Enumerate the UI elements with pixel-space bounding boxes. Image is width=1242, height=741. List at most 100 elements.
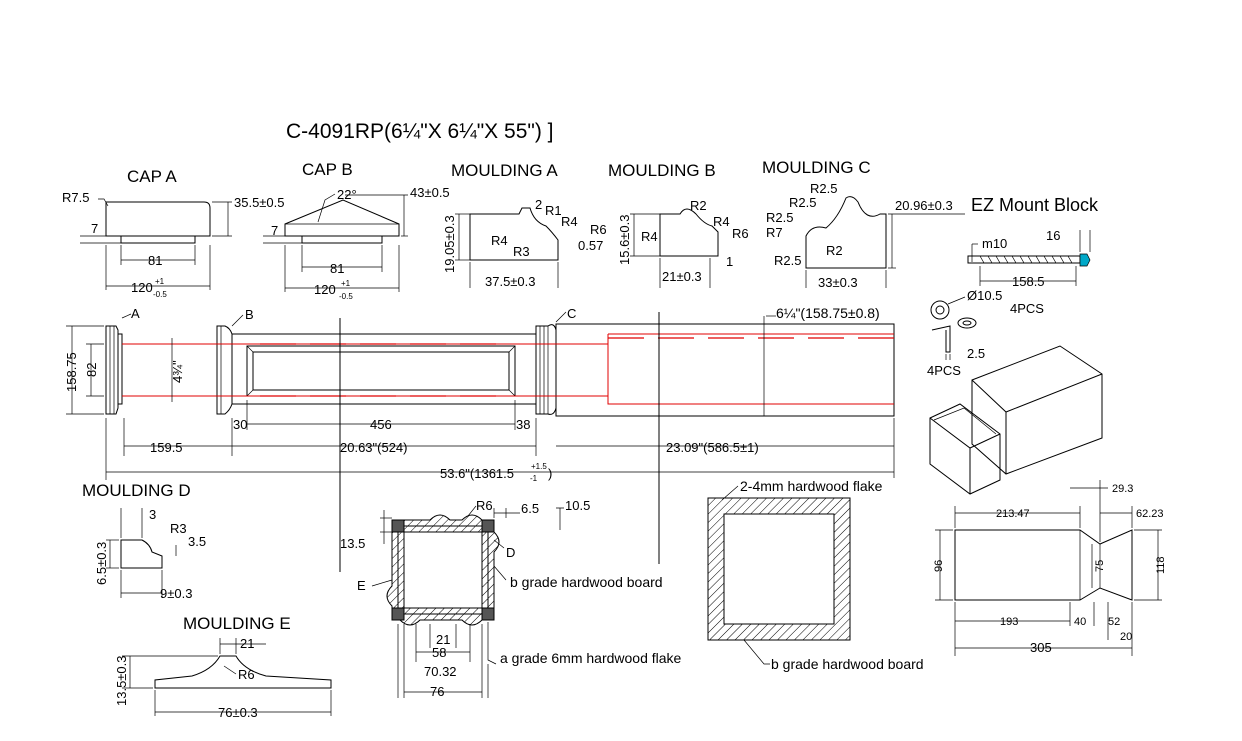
washer-qty: 4PCS bbox=[1010, 301, 1044, 316]
moulding-c-width: 33±0.3 bbox=[818, 275, 858, 290]
ez-mount-hardware: EZ Mount Block m10 16 158.5 Ø10.5 4PCS 2… bbox=[927, 195, 1099, 378]
screw-length: 158.5 bbox=[1012, 274, 1045, 289]
block-305: 305 bbox=[1030, 640, 1052, 655]
post-height-82: 82 bbox=[84, 363, 99, 377]
moulding-d-height: 6.5±0.3 bbox=[94, 542, 109, 585]
block-6223: 62.23 bbox=[1136, 508, 1164, 520]
cap-a-tol-up: +1 bbox=[155, 277, 165, 286]
moulding-a-width: 37.5±0.3 bbox=[485, 274, 536, 289]
post-height-15875: 158.75 bbox=[64, 352, 79, 392]
moulding-b-drawing: MOULDING B R2 R4 R6 R4 15.6±0.3 21±0.3 1 bbox=[608, 161, 749, 288]
marker-d: D bbox=[506, 545, 515, 560]
cap-b-drawing: CAP B 7 22° 43±0.5 81 120 +1 -0.5 bbox=[263, 160, 450, 301]
cap-a-drawing: CAP A 7 R7.5 35.5±0.5 81 120 +1 -0.5 bbox=[62, 167, 285, 299]
dim-total: 53.6"(1361.5 bbox=[440, 466, 514, 481]
moulding-b-r4-right: R4 bbox=[713, 214, 730, 229]
moulding-e-r6: R6 bbox=[238, 667, 255, 682]
cap-a-tol-down: -0.5 bbox=[153, 290, 167, 299]
marker-a: A bbox=[131, 306, 140, 321]
ez-mount-block-side: 213.47 29.3 62.23 96 75 118 193 40 52 20… bbox=[933, 480, 1167, 656]
moulding-d-35: 3.5 bbox=[188, 534, 206, 549]
block-193: 193 bbox=[1000, 616, 1018, 628]
cap-b-seven: 7 bbox=[271, 223, 278, 238]
moulding-b-label: MOULDING B bbox=[608, 161, 716, 180]
moulding-d-three: 3 bbox=[149, 507, 156, 522]
ez-mount-block-3d bbox=[929, 345, 1103, 495]
moulding-e-width: 76±0.3 bbox=[218, 705, 258, 720]
moulding-c-r25-left: R2.5 bbox=[766, 210, 793, 225]
post-elevation: A B C 158.75 bbox=[64, 305, 895, 572]
moulding-b-one: 1 bbox=[726, 254, 733, 269]
cap-b-label: CAP B bbox=[302, 160, 353, 179]
hex-key-size: 2.5 bbox=[967, 346, 985, 361]
ez-mount-label: EZ Mount Block bbox=[971, 195, 1099, 215]
moulding-b-r4-left: R4 bbox=[641, 229, 658, 244]
moulding-c-height: 20.96±0.3 bbox=[895, 198, 953, 213]
post-width-614: 6¼"(158.75±0.8) bbox=[776, 305, 880, 321]
moulding-e-label: MOULDING E bbox=[183, 614, 291, 633]
block-75: 75 bbox=[1094, 560, 1106, 572]
cap-b-angle: 22° bbox=[337, 187, 357, 202]
drawing-title: C-4091RP(6¼"X 6¼"X 55") ] bbox=[286, 120, 554, 143]
moulding-a-r3: R3 bbox=[513, 244, 530, 259]
section-105: 10.5 bbox=[565, 498, 590, 513]
moulding-a-r1: R1 bbox=[545, 203, 562, 218]
moulding-b-height: 15.6±0.3 bbox=[617, 214, 632, 265]
cap-a-height: 35.5±0.5 bbox=[234, 195, 285, 210]
cap-a-width-120: 120 bbox=[131, 280, 153, 295]
moulding-c-r25-bottom: R2.5 bbox=[774, 253, 801, 268]
section-65: 6.5 bbox=[521, 501, 539, 516]
moulding-b-r2: R2 bbox=[690, 198, 707, 213]
moulding-a-drawing: MOULDING A 2 R1 R4 R6 R4 R3 0.57 19.05±0… bbox=[442, 161, 607, 289]
moulding-d-label: MOULDING D bbox=[82, 481, 191, 500]
cap-b-width-81: 81 bbox=[330, 261, 344, 276]
moulding-a-label: MOULDING A bbox=[451, 161, 558, 180]
dim-1595: 159.5 bbox=[150, 440, 183, 455]
dim-38: 38 bbox=[516, 417, 530, 432]
block-21347: 213.47 bbox=[996, 508, 1030, 520]
marker-c: C bbox=[567, 306, 576, 321]
moulding-b-r6: R6 bbox=[732, 226, 749, 241]
cap-a-seven: 7 bbox=[91, 221, 98, 236]
moulding-a-height: 19.05±0.3 bbox=[442, 215, 457, 273]
screw-m10: m10 bbox=[982, 236, 1007, 251]
moulding-a-057: 0.57 bbox=[578, 238, 603, 253]
block-20: 20 bbox=[1120, 631, 1132, 643]
moulding-e-height: 13.5±0.3 bbox=[114, 655, 129, 706]
block-96: 96 bbox=[933, 560, 945, 572]
section-b-board: b grade hardwood board bbox=[510, 574, 663, 590]
dim-456: 456 bbox=[370, 417, 392, 432]
block-118: 118 bbox=[1155, 556, 1167, 574]
box-flake-label: 2-4mm hardwood flake bbox=[740, 478, 883, 494]
cap-b-width-120: 120 bbox=[314, 282, 336, 297]
post-cross-section: R6 6.5 10.5 13.5 D E b grade hardwood bo… bbox=[340, 498, 682, 699]
moulding-d-drawing: MOULDING D 3 R3 3.5 6.5±0.3 9±0.3 bbox=[82, 481, 206, 601]
washer-size: Ø10.5 bbox=[967, 288, 1002, 303]
moulding-d-width: 9±0.3 bbox=[160, 586, 192, 601]
box-board-label: b grade hardwood board bbox=[771, 656, 924, 672]
moulding-e-drawing: MOULDING E 21 R6 13.5±0.3 76±0.3 bbox=[114, 614, 332, 720]
moulding-e-top: 21 bbox=[240, 636, 254, 651]
cap-a-radius: R7.5 bbox=[62, 190, 89, 205]
moulding-a-r2: 2 bbox=[535, 197, 542, 212]
cap-b-tol-down: -0.5 bbox=[339, 292, 353, 301]
dim-2063: 20.63"(524) bbox=[340, 440, 408, 455]
moulding-c-drawing: MOULDING C R2.5 R2.5 R2.5 R7 R2 R2.5 20.… bbox=[762, 158, 965, 290]
moulding-c-label: MOULDING C bbox=[762, 158, 871, 177]
dim-total-tol-up: +1.5 bbox=[531, 462, 547, 471]
dim-2309: 23.09"(586.5±1) bbox=[666, 440, 759, 455]
moulding-d-r3: R3 bbox=[170, 521, 187, 536]
cap-a-width-81: 81 bbox=[148, 253, 162, 268]
moulding-a-r4-left: R4 bbox=[491, 233, 508, 248]
section-7032: 70.32 bbox=[424, 664, 457, 679]
block-40: 40 bbox=[1074, 616, 1086, 628]
screw-head-size: 16 bbox=[1046, 228, 1060, 243]
section-r6: R6 bbox=[476, 498, 493, 513]
cap-b-height: 43±0.5 bbox=[410, 185, 450, 200]
section-a-flake: a grade 6mm hardwood flake bbox=[500, 650, 682, 666]
dim-total-close: ) bbox=[548, 466, 552, 481]
cap-b-tol-up: +1 bbox=[341, 279, 351, 288]
dim-total-tol-down: -1 bbox=[530, 474, 538, 483]
section-58: 58 bbox=[432, 645, 446, 660]
dim-30: 30 bbox=[233, 417, 247, 432]
